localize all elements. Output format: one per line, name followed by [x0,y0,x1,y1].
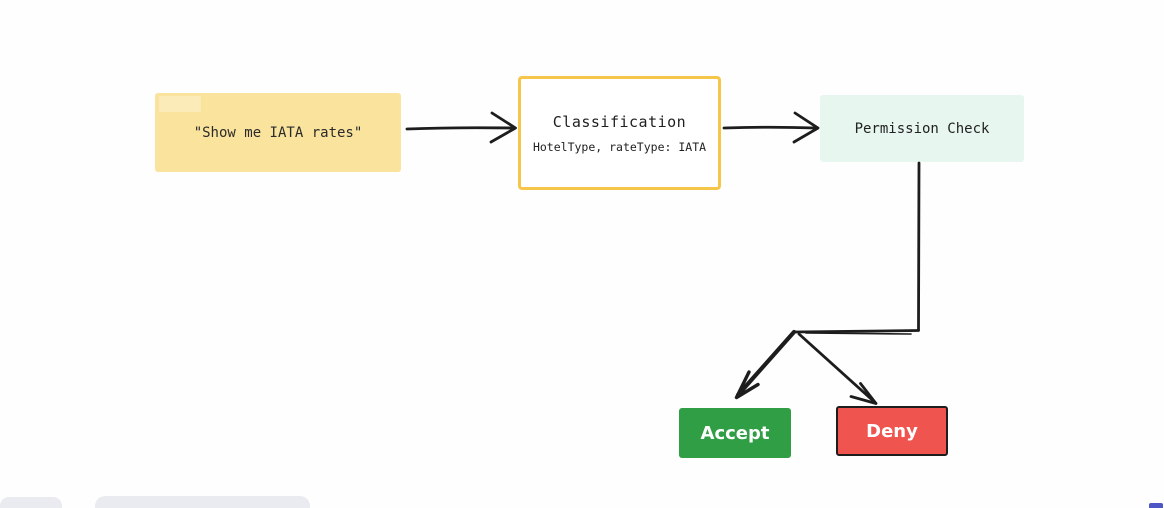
node-accept[interactable]: Accept [679,408,791,458]
arrow-classification-to-permission[interactable] [722,111,820,144]
bottom-left-toolbar-fragment[interactable] [0,497,62,508]
watermark-fragment[interactable] [1149,503,1163,508]
fill-texture [159,96,201,112]
node-user-query[interactable]: "Show me IATA rates" [155,93,401,172]
bottom-toolbar-fragment[interactable] [95,496,310,508]
node-deny-label: Deny [866,420,918,442]
node-classification-subtitle: HotelType, rateType: IATA [532,139,707,154]
arrow-branch-to-accept[interactable] [734,329,797,400]
node-permission-check-label: Permission Check [854,120,990,137]
connector-permission-to-branch[interactable] [792,161,921,335]
node-user-query-label: "Show me IATA rates" [193,124,363,141]
node-permission-check[interactable]: Permission Check [820,95,1024,162]
node-classification-title: Classification [552,112,687,131]
node-classification[interactable]: Classification HotelType, rateType: IATA [518,76,721,190]
node-deny[interactable]: Deny [836,406,948,456]
arrow-branch-to-deny[interactable] [797,332,878,405]
node-accept-label: Accept [700,422,770,444]
arrow-query-to-classification[interactable] [405,111,517,144]
